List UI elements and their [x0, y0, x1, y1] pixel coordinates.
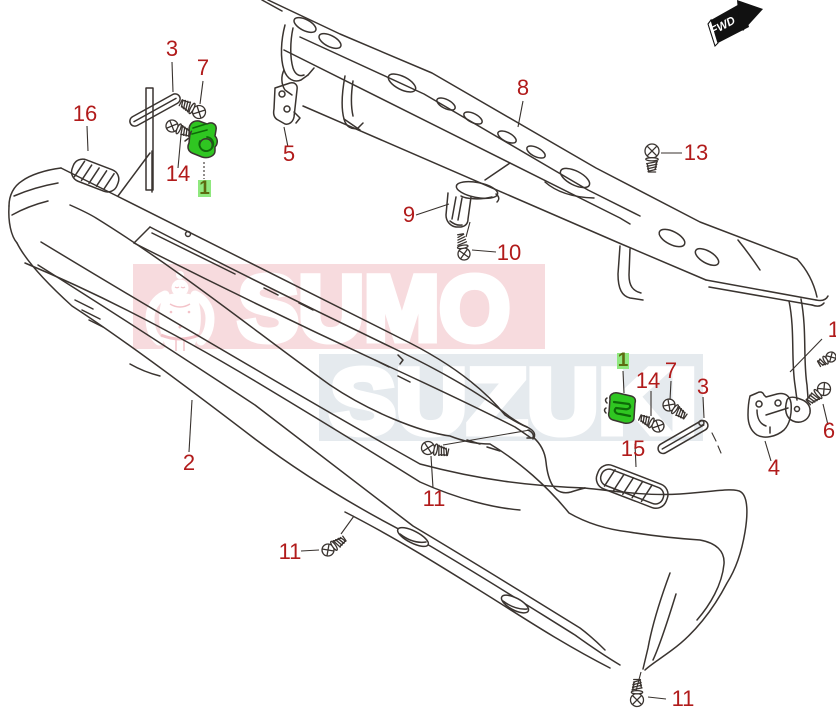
svg-text:11: 11 [423, 486, 446, 511]
svg-text:SUMO: SUMO [238, 258, 510, 360]
svg-text:3: 3 [166, 36, 178, 61]
svg-text:8: 8 [517, 75, 529, 100]
svg-text:11: 11 [672, 686, 695, 708]
svg-text:1: 1 [618, 350, 629, 371]
svg-text:16: 16 [73, 101, 97, 126]
svg-text:2: 2 [183, 450, 195, 475]
svg-text:1: 1 [199, 178, 210, 199]
svg-text:5: 5 [283, 141, 295, 166]
svg-text:12: 12 [828, 317, 836, 342]
svg-text:SUZUKI: SUZUKI [330, 351, 697, 453]
svg-text:13: 13 [684, 140, 708, 165]
svg-text:14: 14 [636, 368, 660, 393]
svg-text:6: 6 [823, 418, 835, 443]
svg-text:15: 15 [621, 436, 645, 461]
svg-text:10: 10 [497, 240, 521, 265]
svg-text:7: 7 [665, 358, 677, 383]
svg-text:3: 3 [697, 374, 709, 399]
svg-text:14: 14 [166, 161, 190, 186]
svg-text:4: 4 [768, 455, 780, 480]
svg-text:11: 11 [279, 539, 302, 564]
svg-text:9: 9 [403, 202, 415, 227]
svg-text:7: 7 [197, 55, 209, 80]
